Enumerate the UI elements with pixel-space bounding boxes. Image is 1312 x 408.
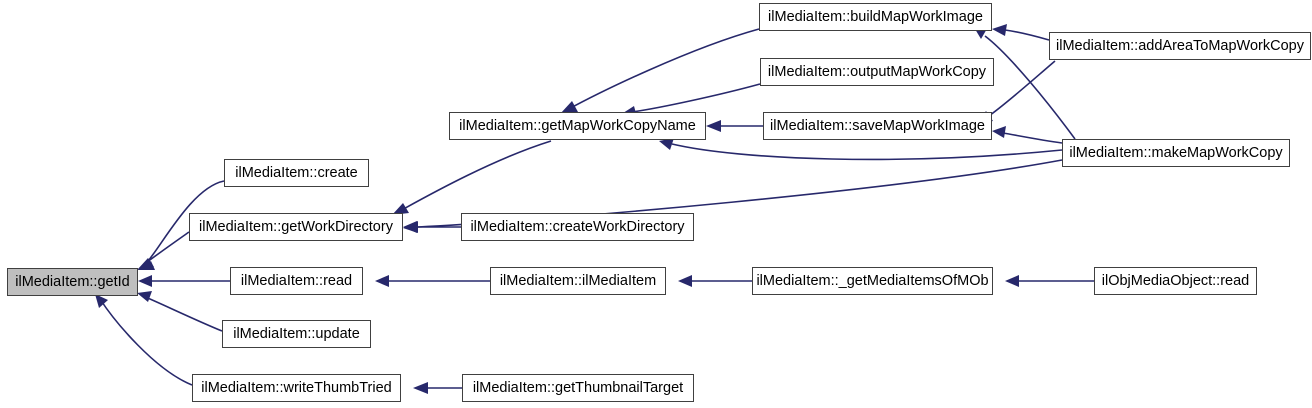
arrowhead — [403, 221, 418, 233]
arrowhead — [992, 126, 1006, 138]
node-label: ilMediaItem::saveMapWorkImage — [770, 117, 985, 134]
node-label: ilMediaItem::outputMapWorkCopy — [767, 63, 987, 80]
node-label: ilMediaItem::getWorkDirectory — [199, 218, 393, 235]
arrowhead — [1005, 275, 1019, 287]
edge-makemapworkcopy-to-savemapworkimage — [1002, 132, 1063, 144]
node-ilmediaitem-read[interactable]: ilMediaItem::read — [230, 267, 363, 295]
node-ilmediaitem-addareatomapworkcopy[interactable]: ilMediaItem::addAreaToMapWorkCopy — [1049, 32, 1311, 60]
node-ilmediaitem-update[interactable]: ilMediaItem::update — [222, 320, 371, 348]
arrowhead — [375, 275, 389, 287]
edge-addareatomapworkcopy-to-buildmapworkimage — [1004, 29, 1050, 41]
node-label: ilObjMediaObject::read — [1101, 272, 1250, 289]
arrowhead — [678, 275, 692, 287]
node-ilmediaitem-savemapworkimage[interactable]: ilMediaItem::saveMapWorkImage — [763, 112, 992, 140]
node-label: ilMediaItem::getThumbnailTarget — [472, 379, 684, 396]
node-ilmediaitem-outputmapworkcopy[interactable]: ilMediaItem::outputMapWorkCopy — [760, 58, 994, 86]
node-ilmediaitem-getmediaitemsofmob[interactable]: ilMediaItem::_getMediaItemsOfMOb — [752, 267, 993, 295]
arrowhead — [706, 120, 721, 132]
node-ilobjmediaobject-read[interactable]: ilObjMediaObject::read — [1094, 267, 1257, 295]
node-ilmediaitem-getmapworkcopyname[interactable]: ilMediaItem::getMapWorkCopyName — [449, 112, 706, 140]
node-label: ilMediaItem::createWorkDirectory — [470, 218, 685, 235]
node-label: ilMediaItem::create — [235, 164, 358, 181]
node-ilmediaitem-getworkdirectory[interactable]: ilMediaItem::getWorkDirectory — [189, 213, 403, 241]
edge-makemapworkcopy-to-getmapworkcopyname — [671, 143, 1063, 161]
node-label: ilMediaItem::addAreaToMapWorkCopy — [1056, 37, 1304, 54]
arrowhead — [392, 203, 409, 215]
node-label: ilMediaItem::makeMapWorkCopy — [1069, 144, 1283, 161]
node-ilmediaitem-writethumbtried[interactable]: ilMediaItem::writeThumbTried — [192, 374, 401, 402]
edge-addareatomapworkcopy-to-savemapworkimage — [985, 60, 1056, 119]
arrowhead — [560, 101, 578, 114]
node-label: ilMediaItem::ilMediaItem — [499, 272, 657, 289]
arrowhead — [137, 291, 152, 302]
edge-writethumbtried-to-getid — [99, 298, 193, 386]
edge-outputmapworkcopy-to-getmapworkcopyname — [631, 83, 761, 113]
node-ilmediaitem-getthumbnailtarget[interactable]: ilMediaItem::getThumbnailTarget — [462, 374, 694, 402]
edge-buildmapworkimage-to-getmapworkcopyname — [566, 28, 760, 111]
node-label: ilMediaItem::writeThumbTried — [201, 379, 392, 396]
node-label: ilMediaItem::buildMapWorkImage — [768, 8, 983, 25]
arrowhead — [95, 294, 108, 308]
arrowhead — [659, 138, 674, 150]
node-ilmediaitem-create[interactable]: ilMediaItem::create — [224, 159, 369, 187]
node-ilmediaitem-getid[interactable]: ilMediaItem::getId — [7, 268, 138, 296]
node-label: ilMediaItem::_getMediaItemsOfMOb — [756, 272, 989, 289]
edge-getmapworkcopyname-to-getworkdirectory — [397, 140, 552, 213]
arrowhead — [992, 24, 1007, 36]
node-label: ilMediaItem::getMapWorkCopyName — [459, 117, 696, 134]
arrowhead — [413, 382, 428, 394]
node-ilmediaitem-makemapworkcopy[interactable]: ilMediaItem::makeMapWorkCopy — [1062, 139, 1290, 167]
node-ilmediaitem-constructor[interactable]: ilMediaItem::ilMediaItem — [490, 267, 666, 295]
edge-update-to-getid — [142, 295, 223, 332]
node-label: ilMediaItem::update — [233, 325, 360, 342]
node-ilmediaitem-buildmapworkimage[interactable]: ilMediaItem::buildMapWorkImage — [759, 3, 992, 31]
arrowhead — [137, 258, 154, 270]
node-label: ilMediaItem::getId — [15, 273, 130, 290]
node-ilmediaitem-createworkdirectory[interactable]: ilMediaItem::createWorkDirectory — [461, 213, 694, 241]
node-label: ilMediaItem::read — [240, 272, 353, 289]
arrowhead — [138, 275, 152, 287]
edge-layer — [95, 24, 1094, 394]
